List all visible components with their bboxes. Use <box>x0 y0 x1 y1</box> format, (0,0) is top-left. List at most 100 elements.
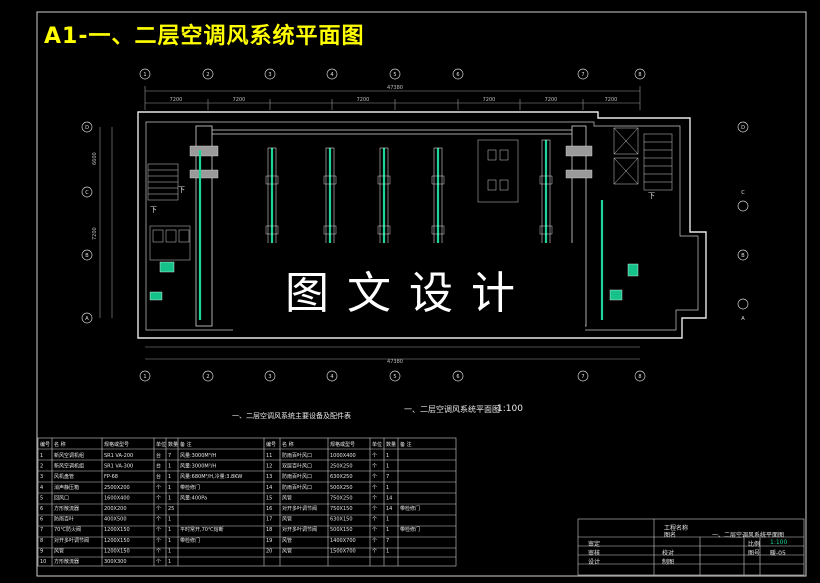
table-cell: 1 <box>168 538 171 544</box>
table-cell: 630X150 <box>330 517 353 523</box>
table-cell: 4 <box>40 485 43 491</box>
table-cell: 1 <box>168 548 171 554</box>
left-toilets <box>149 225 191 261</box>
table-cell: SR1 VA-200 <box>104 453 133 459</box>
table-cell: 1 <box>386 464 389 470</box>
table-cell: 个 <box>372 538 377 544</box>
table-cell: 1200X150 <box>104 548 130 554</box>
table-cell: 1 <box>168 517 171 523</box>
table-cell: 个 <box>156 485 161 491</box>
table-cell: SR1 VA-300 <box>104 464 133 470</box>
table-cell: 风量:3000M³/H <box>180 463 216 470</box>
table-cell: 防雨百叶风口 <box>282 452 312 459</box>
table-cell: 对开多叶调节阀 <box>282 526 317 533</box>
table-cell: 个 <box>156 517 161 523</box>
grid-bubble-label: 5 <box>393 374 396 380</box>
table-cell: 对开多叶调节阀 <box>282 505 317 512</box>
grid-bubble-label: C <box>85 190 89 196</box>
plan-scale: 1:100 <box>497 404 523 414</box>
grid-bubble-label: 2 <box>206 72 209 78</box>
bottom-dimensions <box>145 346 640 360</box>
table-cell: 风管 <box>54 547 64 554</box>
stair-down-label: 下 <box>178 186 185 194</box>
table-cell: 300X300 <box>104 559 127 565</box>
table-cell: 13 <box>266 474 272 480</box>
table-header: 名 称 <box>282 441 294 448</box>
tb-project-label: 工程名称 <box>664 525 689 532</box>
table-cell: 16 <box>266 506 272 512</box>
right-grid-bubbles <box>737 121 749 310</box>
main-supply-ducts <box>195 125 587 327</box>
table-cell: 1400X700 <box>330 538 356 544</box>
table-cell: 风管 <box>282 537 292 544</box>
table-cell: 个 <box>372 548 377 554</box>
table-cell: 对开多叶调节阀 <box>54 537 89 544</box>
equipment-table-grid <box>37 437 457 567</box>
left-dim: 7200 <box>92 227 98 240</box>
table-cell: 500X250 <box>330 485 353 491</box>
table-header: 单位 <box>156 441 166 448</box>
watermark-box: 图文设计 <box>233 243 585 335</box>
table-cell: 风机盘管 <box>54 473 74 480</box>
table-header: 规格或型号 <box>104 441 129 448</box>
top-dimensions <box>144 86 641 110</box>
bay-dim: 7200 <box>605 97 618 103</box>
bottom-grid-bubbles <box>139 370 646 382</box>
grid-bubble-label: 8 <box>638 72 641 78</box>
table-cell: 台 <box>156 452 161 459</box>
outer-frame <box>36 11 807 577</box>
table-cell: FP-68 <box>104 474 118 480</box>
grid-bubble-label: 3 <box>268 72 271 78</box>
plan-caption: 一、二层空调风系统平面图 <box>404 405 500 414</box>
equipment-units <box>149 261 639 301</box>
top-bay-dims: 7200 7200 7200 7200 7200 7200 <box>170 97 618 103</box>
table-cell: 带检修门 <box>180 537 200 544</box>
table-cell: 200X200 <box>104 506 127 512</box>
table-cell: 消声静压箱 <box>54 484 79 491</box>
table-cell: 70℃防火阀 <box>54 526 81 533</box>
bay-dim: 7200 <box>233 97 246 103</box>
grid-bubble-label: 3 <box>268 374 271 380</box>
table-header: 规格或型号 <box>330 441 355 448</box>
tb-scale-value: 1:100 <box>770 539 788 546</box>
table-cell: 风管 <box>282 516 292 523</box>
table-cell: 11 <box>266 453 272 459</box>
table-cell: 个 <box>156 506 161 512</box>
table-cell: 带检修门 <box>400 505 420 512</box>
table-cell: 15 <box>266 495 272 501</box>
table-cell: 风管 <box>282 494 292 501</box>
table-cell: 防雨百叶风口 <box>282 473 312 480</box>
table-cell: 250X250 <box>330 464 353 470</box>
grid-bubble-label: 4 <box>330 72 333 78</box>
grid-bubble-label: D <box>85 125 89 131</box>
bay-dim: 7200 <box>483 97 496 103</box>
tb-mid-label: 校对 <box>662 550 675 557</box>
top-total-dim: 47380 <box>387 85 403 91</box>
tb-number-value: 暖-05 <box>770 550 786 557</box>
table-cell: 平时常开,70℃熔断 <box>180 526 224 533</box>
table-cell: 1 <box>386 527 389 533</box>
table-cell: 7 <box>40 527 43 533</box>
table-cell: 7 <box>386 538 389 544</box>
table-cell: 防雨百叶 <box>54 516 74 523</box>
table-cell: 9 <box>40 548 43 554</box>
grid-bubble-label: B <box>85 253 89 259</box>
left-grid-bubbles <box>81 121 93 324</box>
table-cell: 台 <box>156 463 161 470</box>
table-cell: 3 <box>40 474 43 480</box>
table-cell: 个 <box>372 464 377 470</box>
table-cell: 2500X200 <box>104 485 130 491</box>
grid-bubble-label: A <box>741 316 745 322</box>
table-header: 备 注 <box>180 441 192 448</box>
table-cell: 个 <box>156 538 161 544</box>
table-header: 名 称 <box>54 441 66 448</box>
table-cell: 个 <box>156 548 161 554</box>
table-cell: 回风口 <box>54 495 69 501</box>
bay-dim: 7200 <box>357 97 370 103</box>
tb-number-label: 图号 <box>748 550 761 557</box>
grid-bubble-label: B <box>741 253 745 259</box>
table-cell: 方形散流器 <box>54 505 79 512</box>
table-cell: 400X500 <box>104 517 127 523</box>
table-cell: 1 <box>168 464 171 470</box>
